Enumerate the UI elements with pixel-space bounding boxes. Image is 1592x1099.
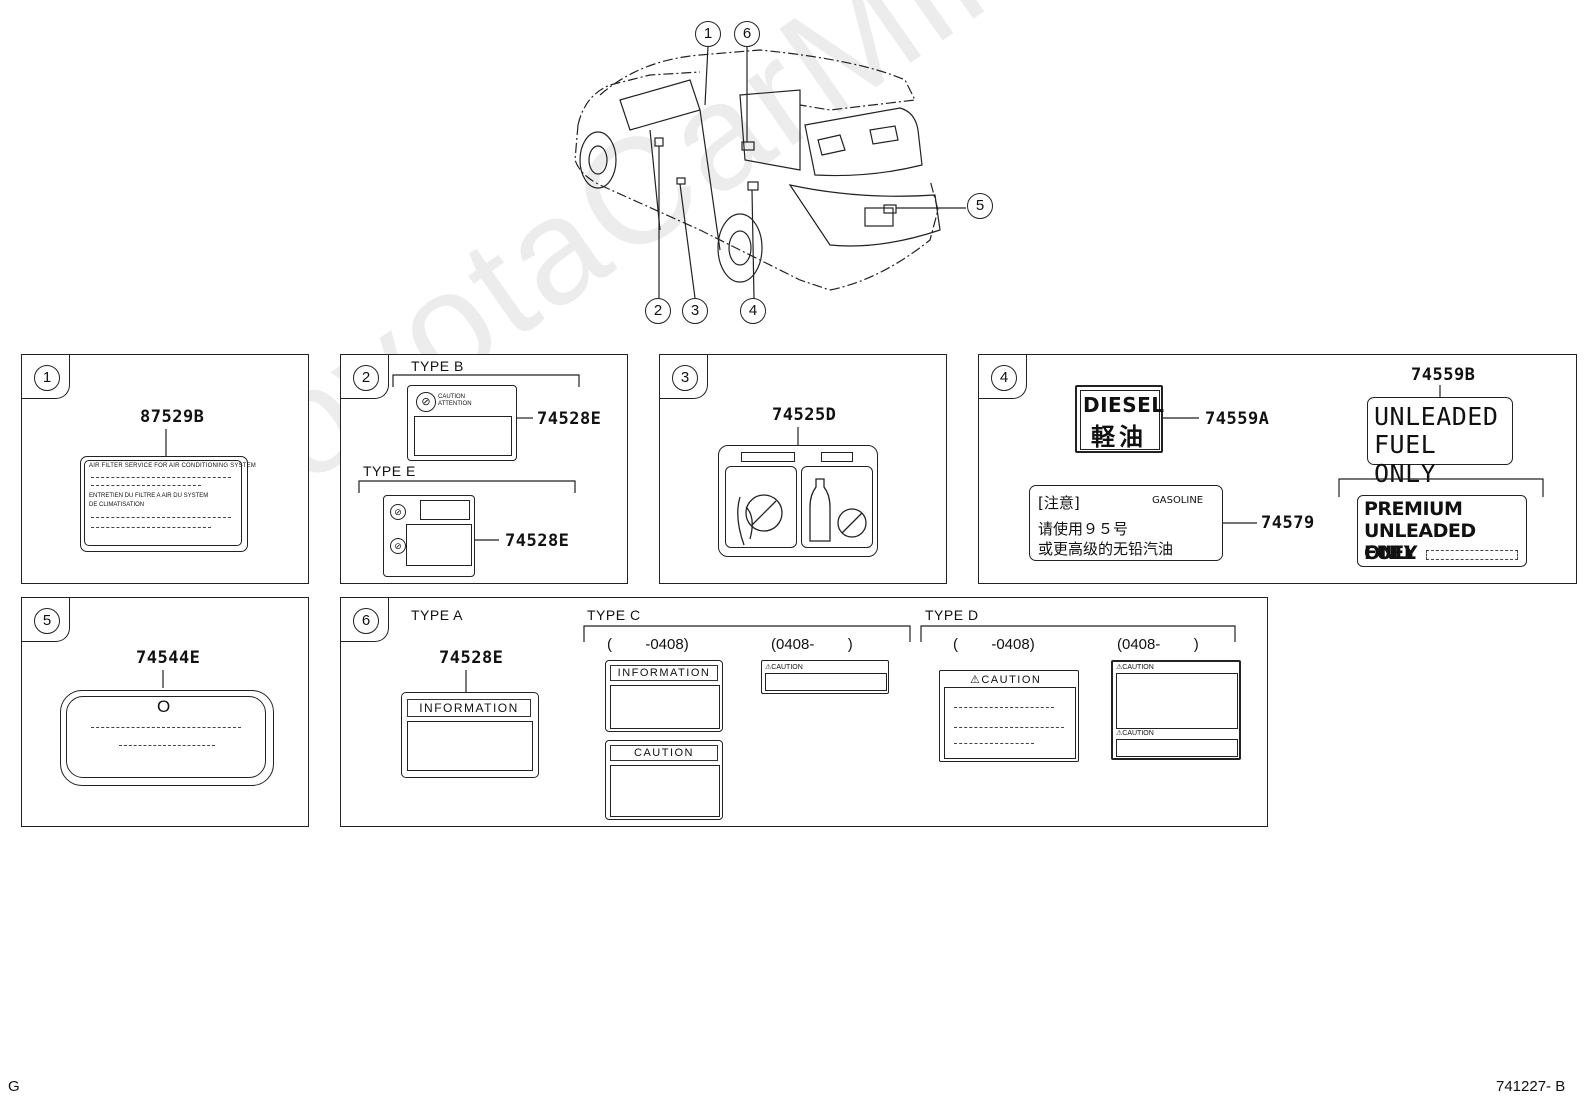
label-type-c-caution: CAUTION bbox=[605, 740, 723, 820]
footer-left: G bbox=[8, 1078, 20, 1095]
panel-number: 1 bbox=[34, 365, 60, 391]
label-text-2: ENTRETIEN DU FILTRE A AIR DU SYSTEM bbox=[89, 493, 209, 499]
part-number-74579: 74579 bbox=[1261, 513, 1315, 533]
label-type-d-caution: ⚠CAUTION bbox=[939, 670, 1079, 762]
premium-text-3: ONLY bbox=[1364, 542, 1417, 564]
information-bar: INFORMATION bbox=[407, 699, 531, 717]
circle-mark: O bbox=[157, 697, 171, 716]
panel-6: 6 TYPE A 74528E INFORMATION TYPE C ( -04… bbox=[340, 597, 1268, 827]
type-b-label: TYPE B bbox=[411, 358, 464, 374]
cn-line-2: 或更高级的无铅汽油 bbox=[1038, 540, 1174, 558]
range-c-1: ( -0408) bbox=[607, 636, 689, 653]
gasoline-text: GASOLINE bbox=[1152, 495, 1204, 506]
panel-tab bbox=[341, 598, 389, 642]
type-d-label: TYPE D bbox=[925, 607, 979, 623]
caution-small-text: ⚠CAUTION bbox=[1116, 730, 1154, 737]
diesel-text: DIESEL bbox=[1083, 393, 1165, 417]
bottle-prohibited-icon bbox=[801, 466, 873, 548]
part-number-74559b: 74559B bbox=[1411, 365, 1476, 385]
range-d-2: (0408- ) bbox=[1117, 636, 1199, 653]
panel-number: 4 bbox=[991, 365, 1017, 391]
premium-text-1: PREMIUM bbox=[1364, 498, 1463, 520]
panel-3: 3 74525D bbox=[659, 354, 947, 584]
unleaded-text-1: UNLEADED bbox=[1374, 402, 1499, 431]
panel-5: 5 74544E O bbox=[21, 597, 309, 827]
panel-number: 6 bbox=[353, 608, 379, 634]
footer-right: 741227- B bbox=[1496, 1078, 1566, 1095]
callout-2: 2 bbox=[645, 298, 671, 324]
label-74528e-type-e: ⊘ ⊘ bbox=[383, 495, 475, 577]
panel-tab bbox=[22, 355, 70, 399]
label-type-a: INFORMATION bbox=[401, 692, 539, 778]
information-bar: INFORMATION bbox=[610, 665, 718, 681]
label-type-c-caution-strip: ⚠CAUTION bbox=[761, 660, 889, 694]
label-type-d-double: ⚠CAUTION ⚠CAUTION bbox=[1111, 660, 1241, 760]
callout-5: 5 bbox=[967, 193, 993, 219]
label-74544e: O bbox=[60, 690, 274, 786]
part-number: 87529B bbox=[140, 407, 205, 427]
callout-3: 3 bbox=[682, 298, 708, 324]
label-74525d bbox=[718, 445, 878, 557]
unleaded-text-2: FUEL ONLY bbox=[1374, 430, 1437, 488]
premium-label: PREMIUM UNLEADED FUEL ONLY bbox=[1357, 495, 1527, 567]
range-c-2: (0408- ) bbox=[771, 636, 853, 653]
warning-icon: ⊘ bbox=[390, 538, 406, 554]
diesel-label: DIESEL 軽油 bbox=[1075, 385, 1165, 453]
label-text-3: DE CLIMATISATION bbox=[89, 502, 145, 508]
caution-text: CAUTION ATTENTION bbox=[438, 394, 472, 407]
callout-1: 1 bbox=[695, 21, 721, 47]
unleaded-label: UNLEADED FUEL ONLY bbox=[1367, 397, 1513, 488]
caution-small-text: ⚠CAUTION bbox=[1116, 664, 1154, 671]
label-type-c-information: INFORMATION bbox=[605, 660, 723, 732]
panel-4: 4 DIESEL 軽油 74559A 74559B UNLEADED FUEL … bbox=[978, 354, 1577, 584]
label-74528e-type-b: ⊘ CAUTION ATTENTION bbox=[407, 385, 517, 461]
label-87529b: AIR FILTER SERVICE FOR AIR CONDITIONING … bbox=[80, 456, 256, 552]
caution-bar: CAUTION bbox=[610, 745, 718, 761]
part-number-type-b: 74528E bbox=[537, 409, 602, 429]
fuel-nozzle-icon bbox=[725, 466, 797, 548]
part-number-type-e: 74528E bbox=[505, 531, 570, 551]
diesel-cn-text: 軽油 bbox=[1091, 423, 1147, 451]
cn-line-1: 请使用９５号 bbox=[1038, 520, 1129, 538]
type-e-label: TYPE E bbox=[363, 463, 416, 479]
panel-number: 3 bbox=[672, 365, 698, 391]
panel-tab bbox=[979, 355, 1027, 399]
panel-tab bbox=[341, 355, 389, 399]
range-d-1: ( -0408) bbox=[953, 636, 1035, 653]
callout-6: 6 bbox=[734, 21, 760, 47]
part-number: 74544E bbox=[136, 648, 201, 668]
premium-text-2: UNLEADED FUEL bbox=[1364, 520, 1476, 564]
caution-small-text: ⚠CAUTION bbox=[765, 664, 803, 671]
label-text-1: AIR FILTER SERVICE FOR AIR CONDITIONING … bbox=[89, 463, 256, 469]
panel-number: 5 bbox=[34, 608, 60, 634]
panel-tab bbox=[22, 598, 70, 642]
part-number-type-a: 74528E bbox=[439, 648, 504, 668]
warning-icon: ⊘ bbox=[416, 392, 436, 412]
panel-number: 2 bbox=[353, 365, 379, 391]
gasoline-cn-label: [注意] GASOLINE 请使用９５号 或更高级的无铅汽油 bbox=[1029, 485, 1223, 561]
panel-tab bbox=[660, 355, 708, 399]
warning-icon: ⊘ bbox=[390, 504, 406, 520]
type-c-label: TYPE C bbox=[587, 607, 641, 623]
panel-2: 2 TYPE B ⊘ CAUTION ATTENTION 74528E TYPE… bbox=[340, 354, 628, 584]
type-a-label: TYPE A bbox=[411, 607, 464, 623]
callout-4: 4 bbox=[740, 298, 766, 324]
vehicle-drawing bbox=[574, 45, 966, 299]
part-number: 74525D bbox=[772, 405, 837, 425]
caution-d-text: ⚠CAUTION bbox=[970, 674, 1042, 686]
part-number-74559a: 74559A bbox=[1205, 409, 1270, 429]
cn-note: [注意] bbox=[1038, 494, 1080, 512]
panel-1: 1 87529B AIR FILTER SERVICE FOR AIR COND… bbox=[21, 354, 309, 584]
